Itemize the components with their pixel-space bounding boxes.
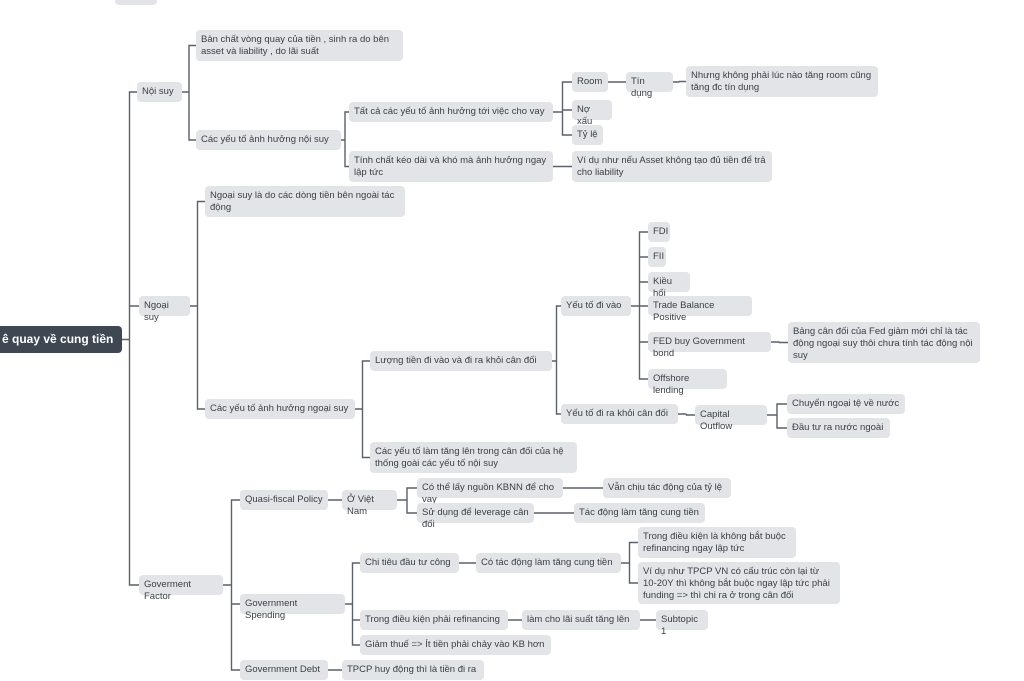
topic-cac-yeu-to-ngoai-suy[interactable]: Các yếu tố ảnh hưởng ngoại suy: [205, 399, 355, 419]
connector-lt: [552, 305, 561, 415]
topic-ty-le[interactable]: Tỷ lệ: [572, 125, 603, 145]
topic-trong-dk-phai[interactable]: Trong điều kiện phải refinancing: [360, 610, 508, 630]
connector-gs: [345, 562, 360, 646]
topic-tac-dong[interactable]: Tác động làm tăng cung tiền: [574, 503, 705, 523]
connector-dira: [678, 413, 695, 416]
topic-van-chiu[interactable]: Vẫn chịu tác động của tỷ lệ: [603, 478, 731, 498]
topic-tpcp-huy-dong[interactable]: TPCP huy động thì là tiền đi ra: [342, 660, 484, 680]
topic-di-vao[interactable]: Yếu tố đi vào: [561, 296, 631, 316]
connector-ns21: [553, 81, 572, 136]
topic-vi-du-asset[interactable]: Ví dụ như nếu Asset không tạo đủ tiền để…: [572, 151, 772, 182]
connector-ctd: [621, 541, 638, 584]
partial-node[interactable]: [115, 0, 157, 5]
topic-vi-du-tpcp[interactable]: Ví dụ như TPCP VN có cấu trúc còn lại từ…: [638, 562, 840, 604]
topic-chuyen-ngoai-te[interactable]: Chuyển ngoại tệ về nước: [787, 394, 905, 414]
connector-tindung: [673, 80, 686, 83]
topic-trade-balance[interactable]: Trade Balance Positive: [648, 296, 752, 323]
topic-trong-dk-khong[interactable]: Trong điều kiện là không bắt buộc refina…: [638, 527, 796, 558]
topic-dau-tu[interactable]: Đầu tư ra nước ngoài: [787, 418, 890, 438]
topic-government-spending[interactable]: Government Spending: [240, 594, 345, 621]
topic-government-debt[interactable]: Government Debt: [240, 660, 328, 680]
topic-dinh-nghia-ngoai-suy[interactable]: Ngoại suy là do các dòng tiền bên ngoài …: [205, 186, 405, 217]
topic-goverment-factor[interactable]: Goverment Factor: [139, 575, 223, 602]
topic-di-ra[interactable]: Yếu tố đi ra khỏi cân đối: [561, 404, 678, 424]
connector-ng2: [355, 360, 370, 459]
connector-co: [767, 403, 787, 429]
topic-o-viet-nam[interactable]: Ở Việt Nam: [342, 490, 397, 517]
topic-luong-tien[interactable]: Lượng tiền đi vào và đi ra khỏi cân đối: [370, 351, 552, 371]
connector-ns2: [341, 111, 349, 168]
connector-root: [122, 91, 139, 586]
connector-gf: [223, 499, 240, 671]
topic-ngoai-suy[interactable]: Ngoại suy: [139, 296, 190, 323]
topic-nhung-khong[interactable]: Nhưng không phải lúc nào tăng room cũng …: [686, 66, 878, 97]
connector-ns: [182, 44, 196, 141]
topic-kieu-hoi[interactable]: Kiều hối: [648, 272, 690, 299]
topic-tinh-chat[interactable]: Tính chất kéo dài và khó mà ảnh hưởng ng…: [349, 151, 553, 182]
central-topic[interactable]: ê quay về cung tiền: [0, 326, 122, 353]
topic-tin-dung[interactable]: Tín dụng: [626, 72, 673, 99]
topic-subtopic-1[interactable]: Subtopic 1: [656, 610, 708, 637]
topic-fed-buy[interactable]: FED buy Government bond: [648, 332, 771, 359]
topic-co-the[interactable]: Có thể lấy nguồn KBNN để cho vay: [417, 478, 563, 505]
topic-no-xau[interactable]: Nợ xấu: [572, 100, 612, 127]
connector-ovn: [397, 487, 417, 514]
topic-ban-chat[interactable]: Bản chất vòng quay của tiền , sinh ra do…: [196, 30, 403, 61]
topic-fii[interactable]: FII: [648, 247, 666, 267]
topic-tat-ca[interactable]: Tất cả các yếu tố ảnh hưởng tới việc cho…: [349, 102, 553, 122]
connector-ng: [190, 200, 205, 410]
topic-lam-cho[interactable]: làm cho lãi suất tăng lên: [522, 610, 640, 630]
topic-su-dung[interactable]: Sử dụng để leverage cân đối: [417, 503, 534, 530]
topic-quasi-fiscal[interactable]: Quasi-fiscal Policy: [240, 490, 328, 510]
connector-fed: [771, 341, 788, 344]
topic-offshore[interactable]: Offshore lending: [648, 369, 727, 396]
connector-divao: [631, 231, 648, 380]
topic-lam-tang[interactable]: Các yếu tố làm tăng lên trong cân đối củ…: [370, 442, 577, 473]
topic-fed-note[interactable]: Bảng cân đối của Fed giảm mới chỉ là tác…: [788, 322, 980, 363]
topic-co-tac-dong[interactable]: Có tác động làm tăng cung tiền: [476, 553, 621, 573]
topic-chi-tieu[interactable]: Chi tiêu đầu tư công: [360, 553, 459, 573]
topic-capital-outflow[interactable]: Capital Outflow: [695, 405, 767, 432]
topic-room[interactable]: Room: [572, 72, 608, 92]
topic-noi-suy[interactable]: Nội suy: [137, 82, 182, 102]
topic-fdi[interactable]: FDI: [648, 222, 670, 242]
topic-cac-yeu-to-noi-suy[interactable]: Các yếu tố ảnh hưởng nội suy: [196, 130, 341, 150]
topic-giam-thue[interactable]: Giảm thuế => Ít tiền phải chảy vào KB hơ…: [360, 635, 551, 655]
